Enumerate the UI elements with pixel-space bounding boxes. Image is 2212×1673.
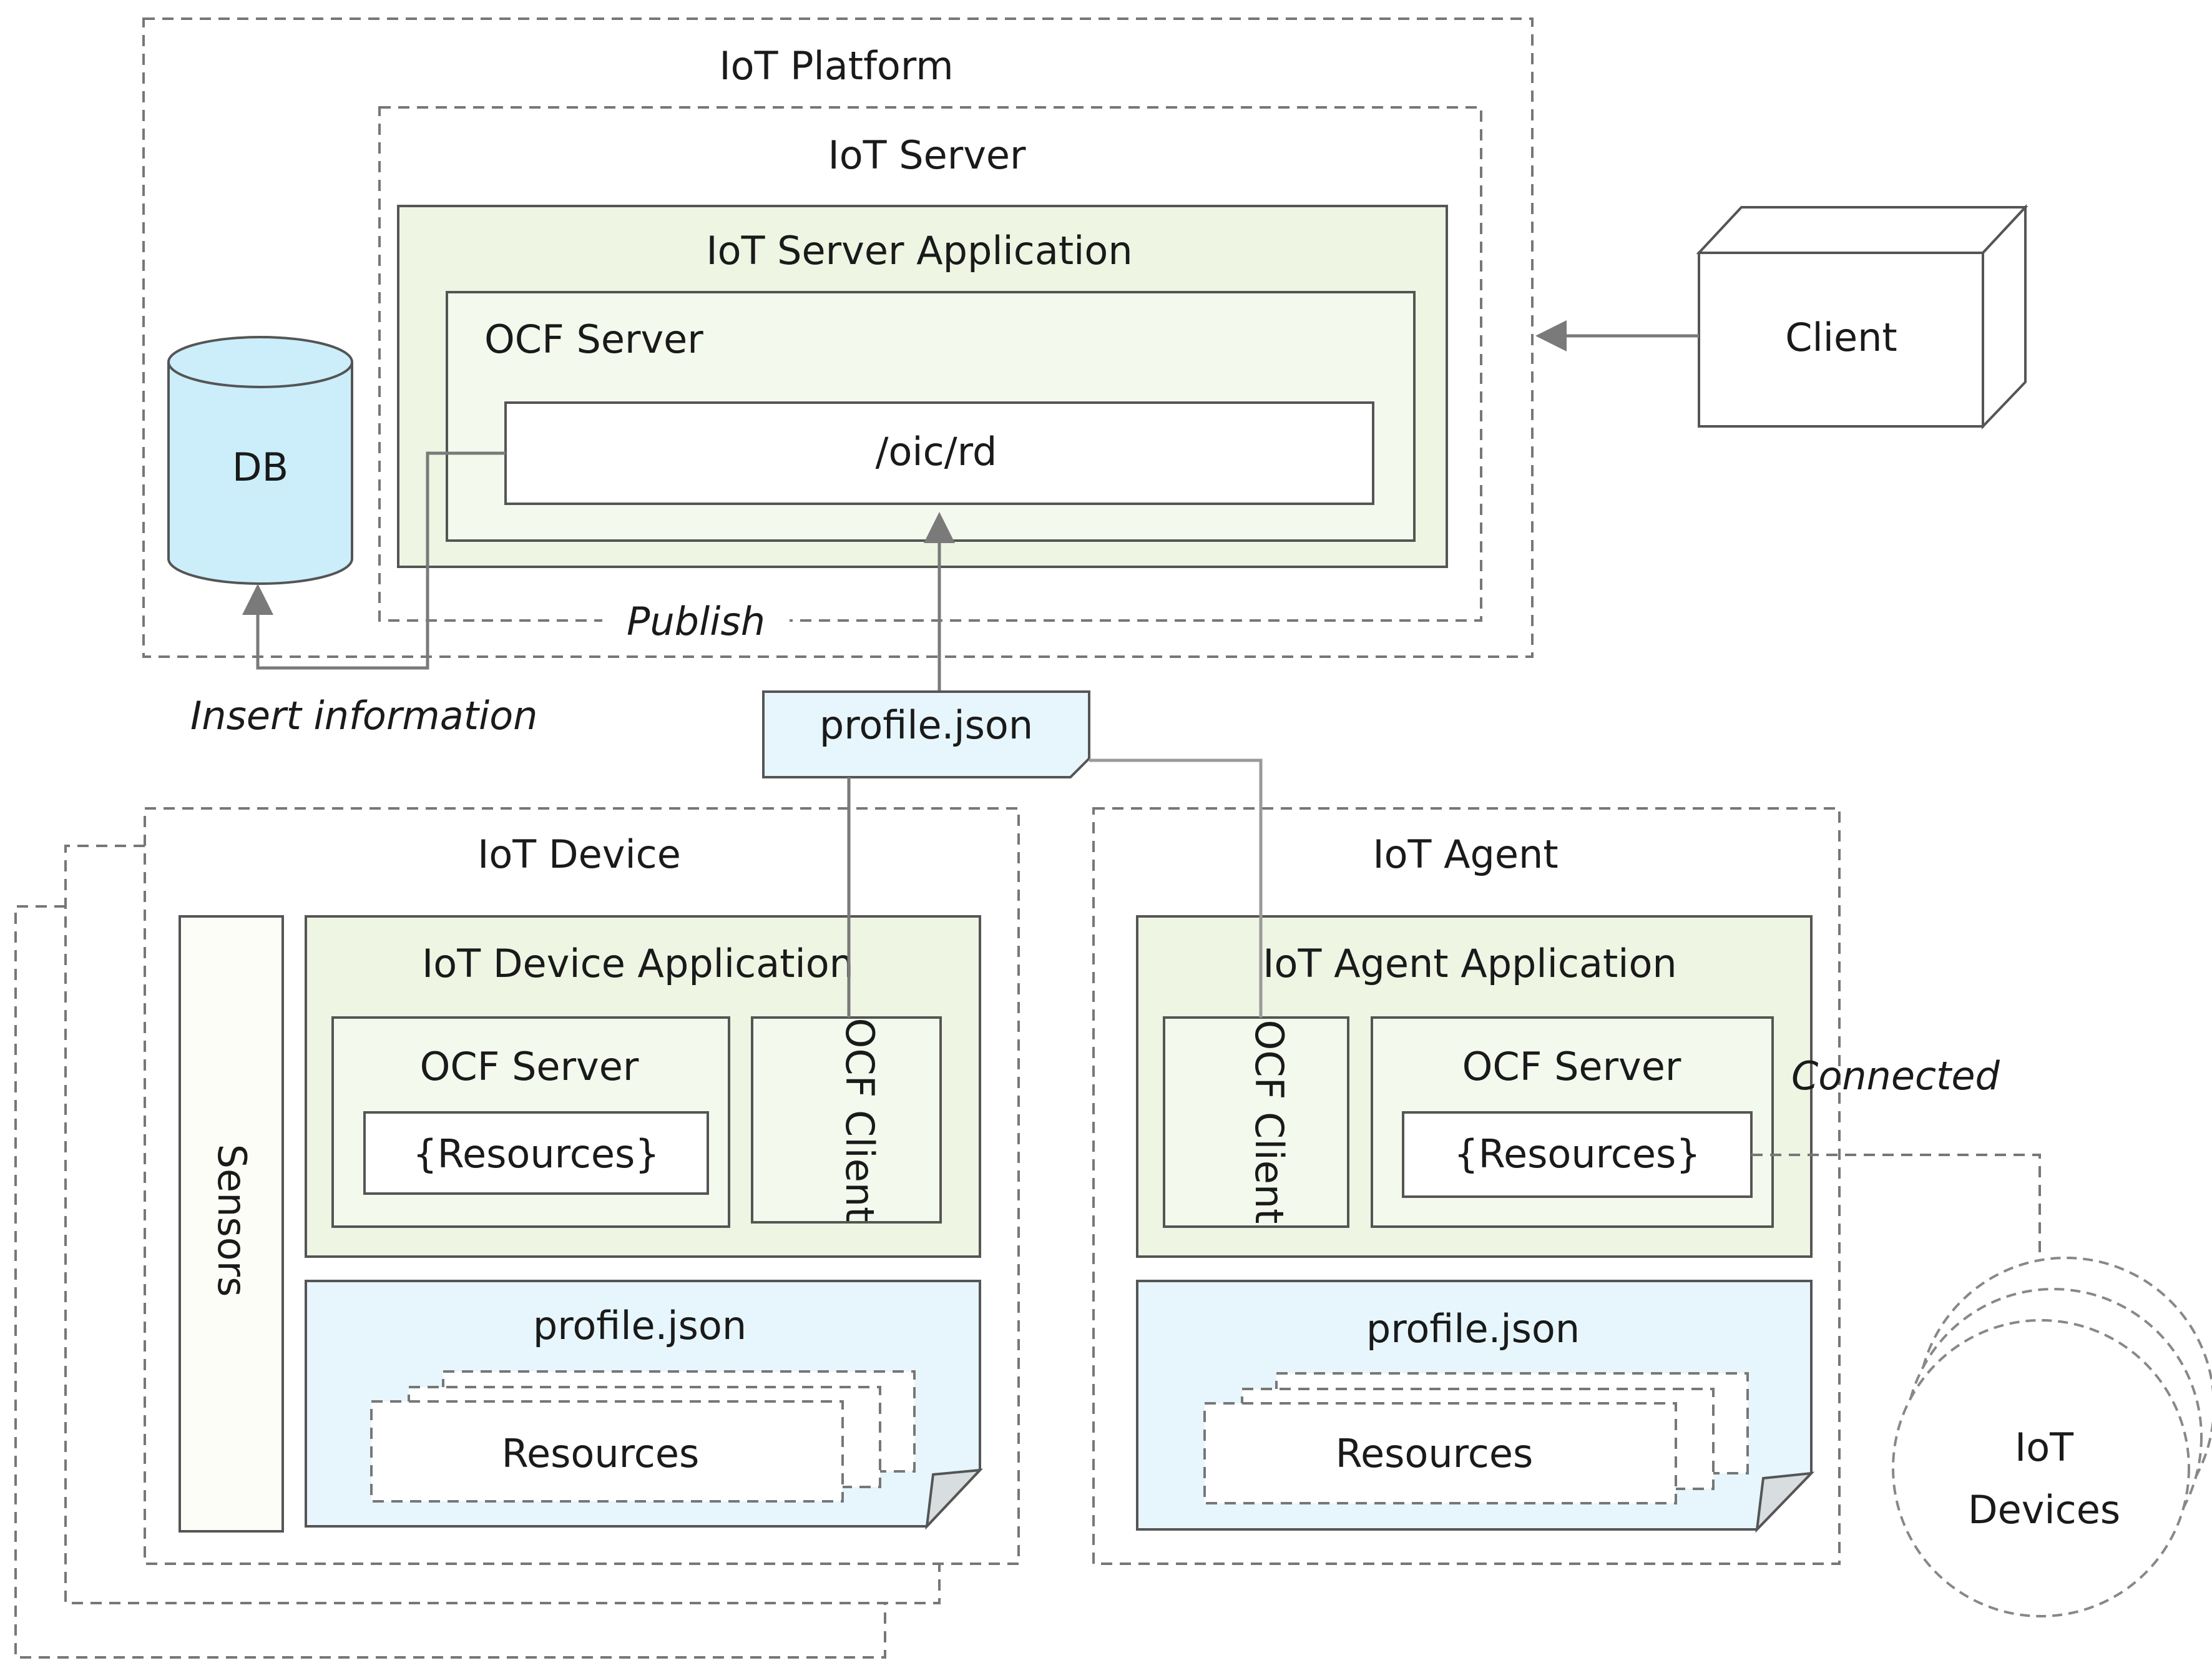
agent-client-to-profile-line <box>1089 758 1263 1018</box>
connected-link <box>1751 1154 2041 1258</box>
iot-server-title: IoT Server <box>828 132 1026 178</box>
agent-profile-json-fold <box>1755 1471 1815 1533</box>
device-ocf-server-title: OCF Server <box>420 1044 639 1089</box>
database-icon <box>167 336 353 585</box>
client-node <box>1696 204 2028 429</box>
iot-server-application-title: IoT Server Application <box>706 228 1132 273</box>
iot-device-application-title: IoT Device Application <box>422 941 854 986</box>
sensors-box <box>179 915 284 1533</box>
profile-json-note-label: profile.json <box>820 702 1033 748</box>
iot-devices-stack <box>1892 1257 2212 1617</box>
platform-ocf-server-title: OCF Server <box>484 316 703 362</box>
iot-devices-label-line2: Devices <box>1968 1487 2120 1533</box>
device-resources-box <box>363 1111 709 1195</box>
profile-json-note <box>762 690 1090 778</box>
connected-label: Connected <box>1791 1053 2000 1099</box>
iot-device-title: IoT Device <box>477 832 681 877</box>
device-resources-stack-front <box>370 1400 844 1503</box>
agent-resources-stack-front <box>1203 1402 1677 1504</box>
agent-profile-json-title: profile.json <box>1366 1306 1580 1352</box>
iot-agent-application-title: IoT Agent Application <box>1263 941 1676 986</box>
insert-information-label: Insert information <box>190 693 537 738</box>
publish-label: Publish <box>627 599 765 644</box>
agent-profile-resources-label: Resources <box>1336 1431 1534 1476</box>
device-resources-label: {Resources} <box>413 1131 660 1177</box>
agent-ocf-client-box <box>1163 1016 1349 1228</box>
agent-ocf-server-title: OCF Server <box>1462 1044 1681 1089</box>
agent-resources-label: {Resources} <box>1454 1131 1701 1177</box>
iot-server-boundary <box>378 106 1482 622</box>
database-label: DB <box>232 444 288 490</box>
device-ocf-client-box <box>751 1016 942 1224</box>
iot-agent-title: IoT Agent <box>1373 832 1558 877</box>
iot-platform-boundary <box>142 17 1534 658</box>
insert-information-arrow <box>242 451 506 670</box>
iot-devices-label-line1: IoT <box>2015 1425 2074 1470</box>
device-profile-resources-label: Resources <box>502 1431 700 1476</box>
sensors-label: Sensors <box>209 1144 255 1297</box>
agent-resources-box <box>1402 1111 1753 1198</box>
iot-device-stack-back-2 <box>14 905 886 1659</box>
iot-platform-title: IoT Platform <box>719 43 953 89</box>
device-ocf-client-label: OCF Client <box>837 1018 883 1222</box>
device-profile-json-fold <box>925 1468 984 1530</box>
agent-ocf-client-label: OCF Client <box>1246 1020 1292 1224</box>
resource-directory-label: /oic/rd <box>876 429 997 474</box>
client-label: Client <box>1785 315 1897 360</box>
iot-device-stack-back-1 <box>64 845 941 1604</box>
device-profile-json-title: profile.json <box>533 1303 746 1348</box>
publish-label-bg <box>602 596 790 646</box>
